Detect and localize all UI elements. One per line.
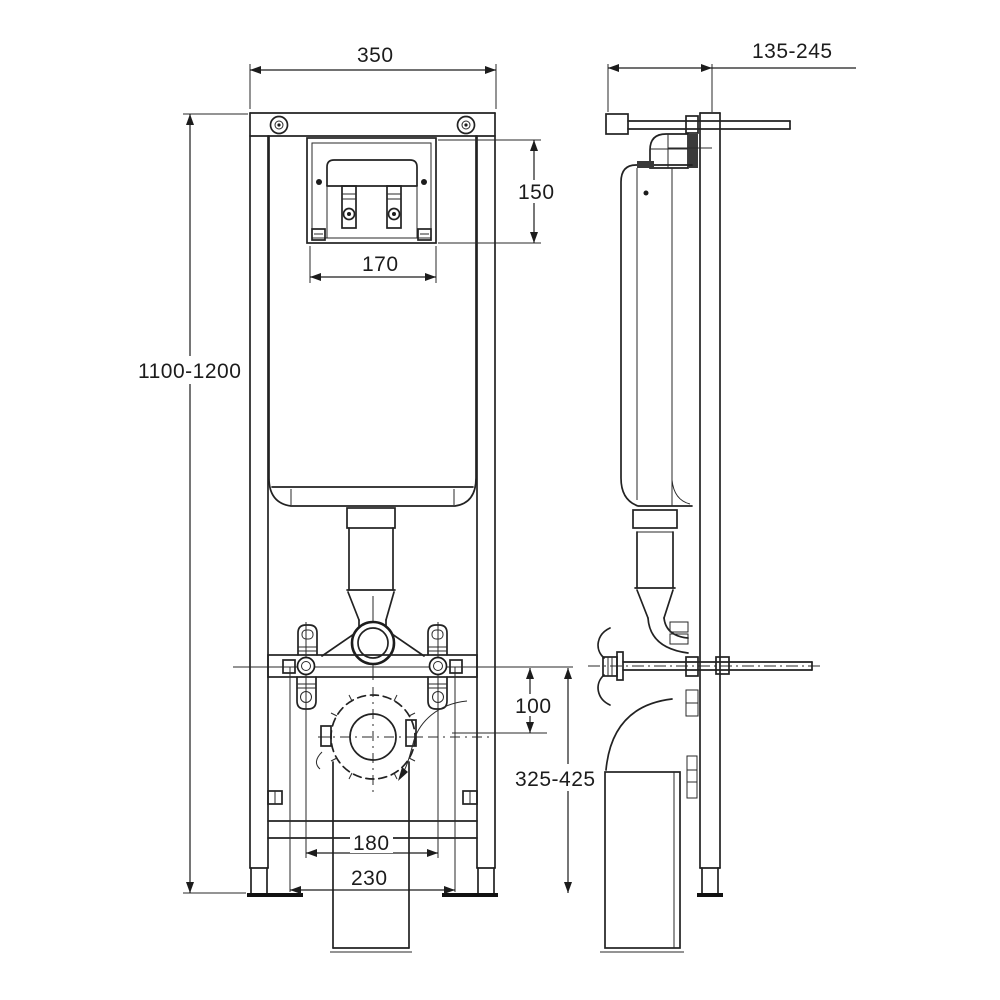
flush-pipe-side <box>632 509 689 654</box>
front-view <box>233 112 573 953</box>
pan-fixing-bar <box>233 622 573 892</box>
inlet-elbow <box>649 133 712 169</box>
cistern-side <box>620 161 693 507</box>
dim-depth-range: 135-245 <box>607 40 856 112</box>
dim-label-outlet-drop: 100 <box>515 695 552 718</box>
drain-channel <box>330 761 412 953</box>
front-frame <box>247 112 498 897</box>
dim-label-fixing-spacing: 230 <box>351 867 388 890</box>
pan-brackets <box>296 624 448 710</box>
clamp-ticks <box>325 689 421 785</box>
dim-outlet-height: 325-425 <box>512 668 602 893</box>
dim-label-bolt-spacing: 180 <box>353 832 390 855</box>
frame-screws <box>269 115 476 135</box>
dim-frame-width: 350 <box>249 44 497 109</box>
dim-label-frame-width: 350 <box>357 44 394 67</box>
dimensions: 350 150 170 110 <box>136 40 856 894</box>
waste-outlet <box>316 687 492 792</box>
flush-pipe-front <box>321 507 425 680</box>
dim-frame-height: 1100-1200 <box>136 113 248 894</box>
top-wall-rod <box>605 113 791 135</box>
bottom-wall-rod <box>588 627 820 706</box>
dim-outlet-drop: 100 <box>452 668 552 734</box>
dim-plate-height: 150 <box>438 139 555 244</box>
cistern-front <box>268 135 477 507</box>
waste-bend-side <box>600 689 699 953</box>
dim-label-frame-height: 1100-1200 <box>138 360 241 383</box>
side-view <box>588 112 820 953</box>
dim-label-outlet-height: 325-425 <box>515 768 596 791</box>
flush-plate-opening <box>306 137 437 244</box>
dim-label-depth-range: 135-245 <box>752 40 833 63</box>
dim-label-plate-width: 170 <box>362 253 399 276</box>
side-rail <box>697 112 723 897</box>
dim-label-plate-height: 150 <box>518 181 555 204</box>
dim-bolt-spacing: 180 <box>306 832 438 857</box>
dim-fixing-spacing: 230 <box>290 866 455 894</box>
dim-plate-width: 170 <box>309 246 437 283</box>
